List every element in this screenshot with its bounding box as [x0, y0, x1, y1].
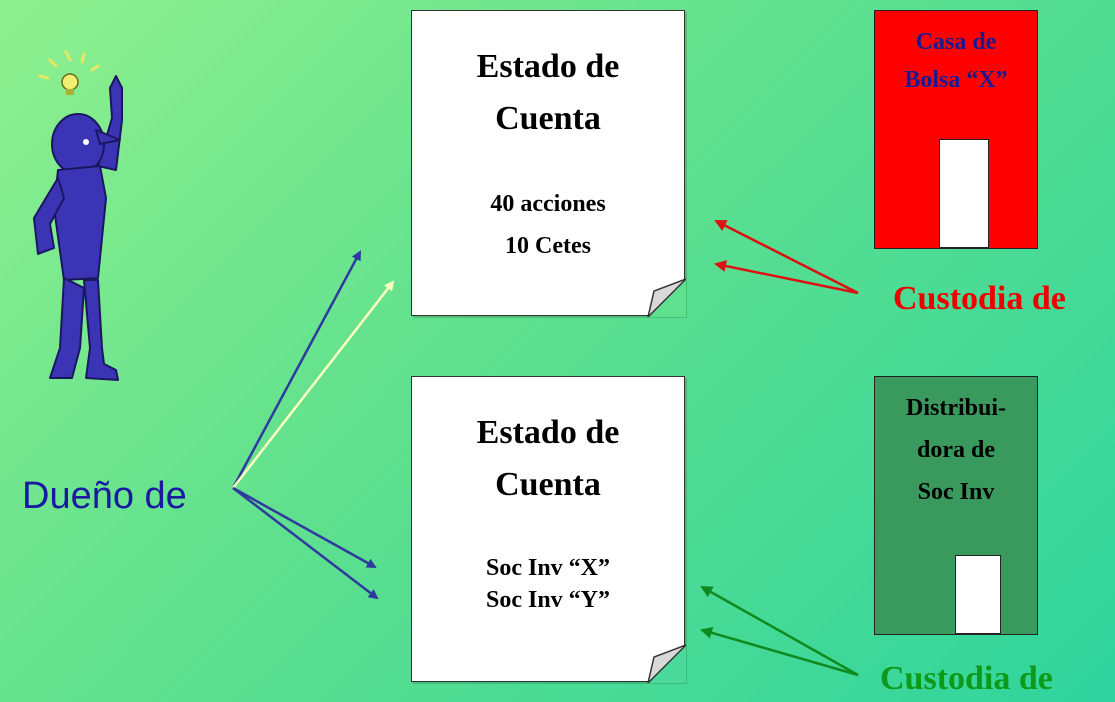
- statement-title-line1: Estado de: [476, 414, 620, 451]
- owner-arrow-highlight: [232, 280, 395, 489]
- broker-name-line1: Casa de: [915, 29, 997, 55]
- thinking-person-icon: [33, 50, 123, 381]
- custody-arrow-top-1: [714, 219, 859, 295]
- owner-arrow-bottom-2: [232, 487, 379, 600]
- broker-building: Casa de Bolsa “X”: [874, 10, 1038, 249]
- custody-label-top: Custodia de: [893, 280, 1066, 317]
- distributor-name-line2: dora de: [917, 437, 995, 463]
- statement-title-line1: Estado de: [476, 48, 620, 85]
- page-curl-icon: [647, 278, 686, 317]
- custody-label-bottom: Custodia de: [880, 660, 1053, 697]
- distributor-building: Distribui- dora de Soc Inv: [874, 376, 1038, 635]
- page-curl-icon: [647, 644, 686, 683]
- owner-label: Dueño de: [22, 475, 187, 517]
- custody-arrow-bottom-2: [700, 627, 859, 677]
- statement-document-bottom: Estado de Cuenta Soc Inv “X” Soc Inv “Y”: [411, 376, 686, 683]
- distributor-name-line1: Distribui-: [905, 395, 1006, 421]
- broker-door: [939, 139, 989, 248]
- statement-item-fund-y: Soc Inv “Y”: [485, 587, 611, 613]
- distributor-door: [955, 555, 1001, 634]
- statement-item-stocks: 40 acciones: [490, 191, 606, 217]
- broker-name-line2: Bolsa “X”: [904, 67, 1008, 93]
- distributor-name-line3: Soc Inv: [917, 479, 995, 505]
- statement-document-top: Estado de Cuenta 40 acciones 10 Cetes: [411, 10, 686, 317]
- owner-arrow-top: [231, 250, 362, 489]
- statement-title-line2: Cuenta: [495, 100, 601, 137]
- owner-arrow-bottom-1: [232, 486, 377, 569]
- statement-item-fund-x: Soc Inv “X”: [485, 555, 611, 581]
- statement-item-cetes: 10 Cetes: [505, 233, 591, 259]
- statement-title-line2: Cuenta: [495, 466, 601, 503]
- custody-arrow-bottom-1: [700, 585, 859, 677]
- custody-arrow-top-2: [714, 260, 859, 295]
